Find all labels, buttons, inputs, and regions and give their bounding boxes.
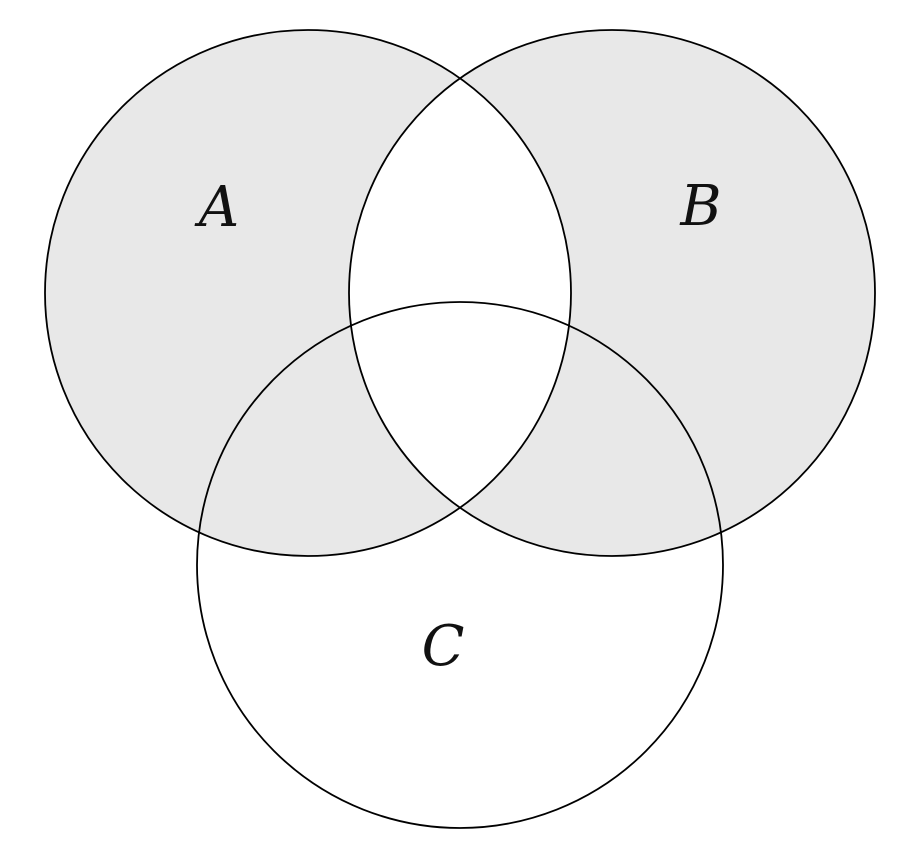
circle-b-outline <box>348 29 876 557</box>
circle-c-outline <box>196 301 724 829</box>
set-b-label: B <box>679 174 721 239</box>
set-a-label: A <box>194 175 239 240</box>
set-c-label: C <box>422 614 465 679</box>
circle-a-outline <box>44 29 572 557</box>
shaded-region-a-xor-b <box>45 29 876 557</box>
